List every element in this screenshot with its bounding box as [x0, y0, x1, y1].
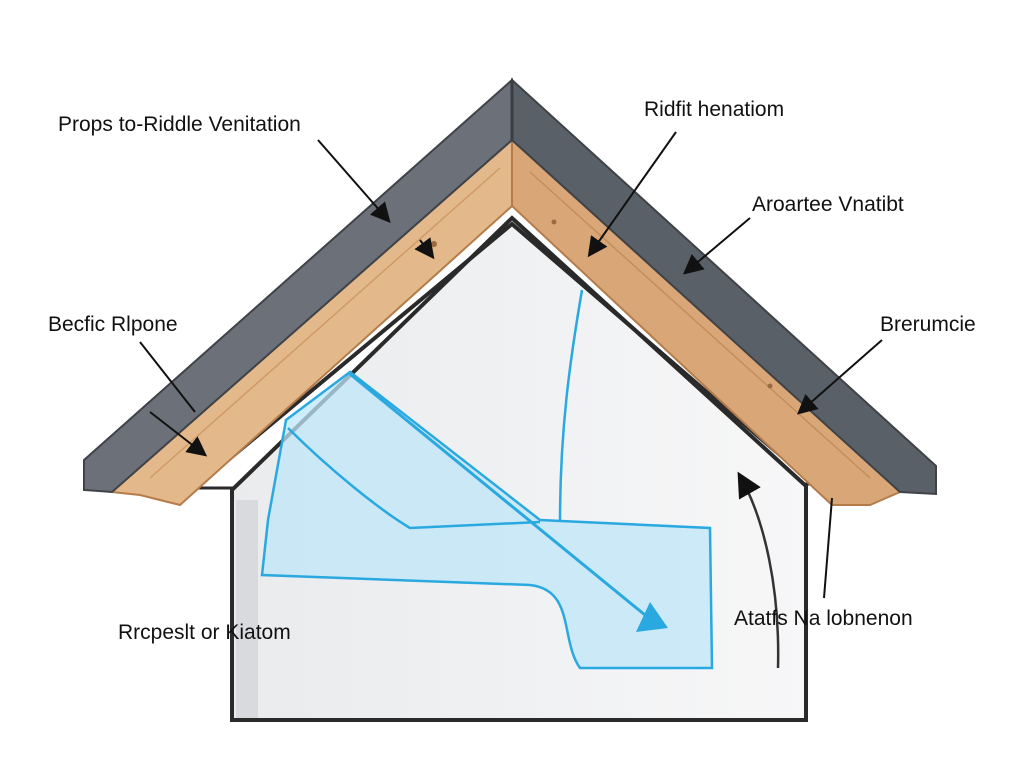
airflow-arrowhead	[636, 602, 668, 632]
airflow-arrow-line	[349, 372, 646, 617]
airflow-stream	[287, 427, 541, 530]
wall-shadow	[236, 500, 258, 718]
leader-line-top-left	[317, 139, 391, 224]
wood-knot	[431, 241, 437, 247]
wood-knot	[551, 219, 557, 225]
wood-knot	[767, 383, 773, 389]
grain-left	[149, 167, 501, 479]
ceiling-line	[178, 221, 834, 502]
airflow-stream	[558, 289, 584, 523]
airflow-region	[260, 370, 714, 670]
leader-line-right	[796, 339, 883, 415]
label-upper-right: Aroartee Vnatibt	[752, 193, 904, 216]
grain-right	[529, 171, 871, 479]
leader-line-top-left-2	[414, 237, 435, 260]
interior-arrow	[737, 471, 780, 669]
leader-line-left	[139, 341, 196, 413]
leader-line-bottom-right	[823, 497, 833, 599]
label-bottom-right: Atatfs Na lobnenon	[734, 607, 913, 630]
label-left: Becfic Rlpone	[48, 313, 178, 336]
label-right: Brerumcie	[880, 313, 976, 336]
leader-line-top-center	[587, 131, 677, 258]
label-top-center: Ridfit henatiom	[644, 98, 785, 121]
label-bottom-left: Rrcpeslt or Kiatom	[118, 621, 291, 644]
label-top-left: Props to-Riddle Venitation	[58, 113, 301, 136]
leader-line-left-2	[149, 411, 208, 457]
roof-covering-left	[83, 77, 513, 494]
leader-line-upper-right	[682, 217, 751, 275]
